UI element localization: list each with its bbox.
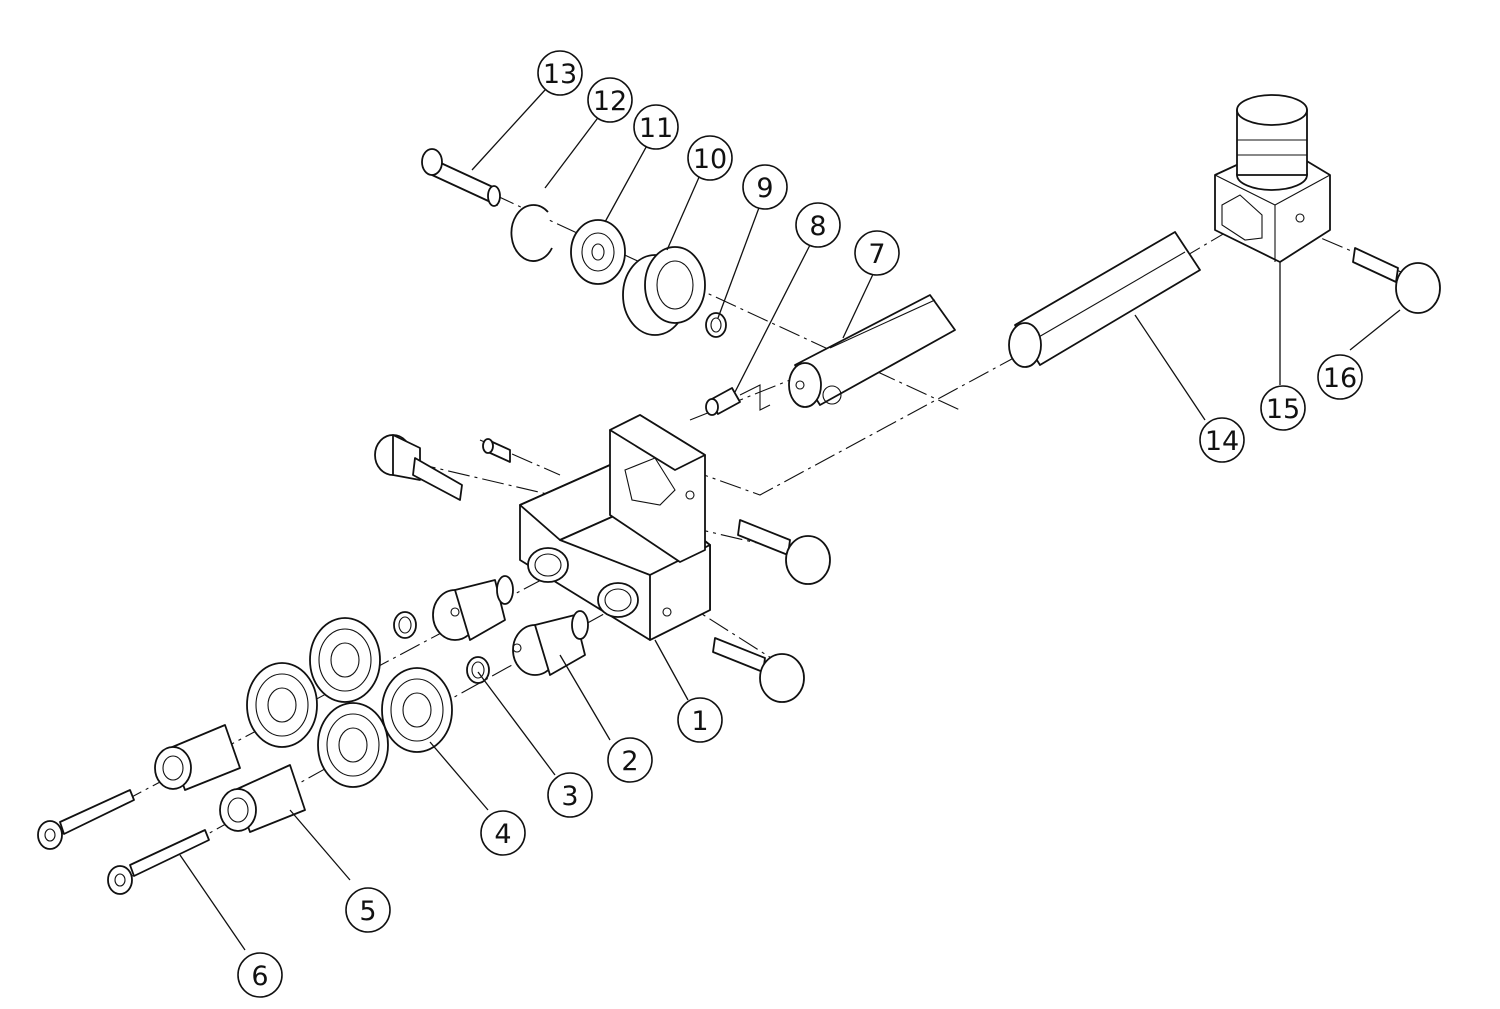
socket-screws <box>37 789 210 895</box>
callout-number-10: 10 <box>693 144 727 175</box>
callout-7: 7 <box>854 230 900 276</box>
callout-12: 12 <box>587 77 633 123</box>
hex-arm-part <box>788 294 956 408</box>
callout-number-5: 5 <box>359 896 376 927</box>
callout-number-2: 2 <box>621 746 638 777</box>
callout-number-7: 7 <box>868 239 885 270</box>
spacers <box>154 724 306 833</box>
callout-16: 16 <box>1317 354 1363 400</box>
callout-number-6: 6 <box>251 961 268 992</box>
callout-3: 3 <box>547 772 593 818</box>
callout-number-13: 13 <box>543 59 577 90</box>
callout-8: 8 <box>795 202 841 248</box>
callout-number-14: 14 <box>1205 426 1239 457</box>
callout-number-1: 1 <box>691 706 708 737</box>
roller-bearings <box>246 617 453 788</box>
callout-4: 4 <box>480 810 526 856</box>
callout-number-4: 4 <box>494 819 511 850</box>
callout-6: 6 <box>237 952 283 998</box>
hex-rod-part <box>1008 231 1201 368</box>
callout-15: 15 <box>1260 385 1306 431</box>
callout-5: 5 <box>345 887 391 933</box>
clamp-block-part <box>1214 94 1331 263</box>
callout-11: 11 <box>633 104 679 150</box>
callout-number-16: 16 <box>1323 363 1357 394</box>
callout-number-8: 8 <box>809 211 826 242</box>
callout-number-11: 11 <box>639 113 673 144</box>
callout-number-3: 3 <box>561 781 578 812</box>
wheel-subassembly <box>421 148 727 338</box>
main-block-part <box>519 414 711 641</box>
callout-9: 9 <box>742 164 788 210</box>
callout-10: 10 <box>687 135 733 181</box>
retaining-rings <box>393 611 490 684</box>
callout-number-12: 12 <box>593 86 627 117</box>
leader-lines <box>179 89 1401 951</box>
block-screws <box>374 434 831 703</box>
callout-2: 2 <box>607 737 653 783</box>
thumb-screw-part <box>1352 247 1441 314</box>
set-screw-part <box>705 384 771 416</box>
stub-shafts <box>432 575 589 676</box>
callout-13: 13 <box>537 50 583 96</box>
callout-number-15: 15 <box>1266 394 1300 425</box>
callout-1: 1 <box>677 697 723 743</box>
callout-14: 14 <box>1199 417 1245 463</box>
callout-number-9: 9 <box>756 173 773 204</box>
